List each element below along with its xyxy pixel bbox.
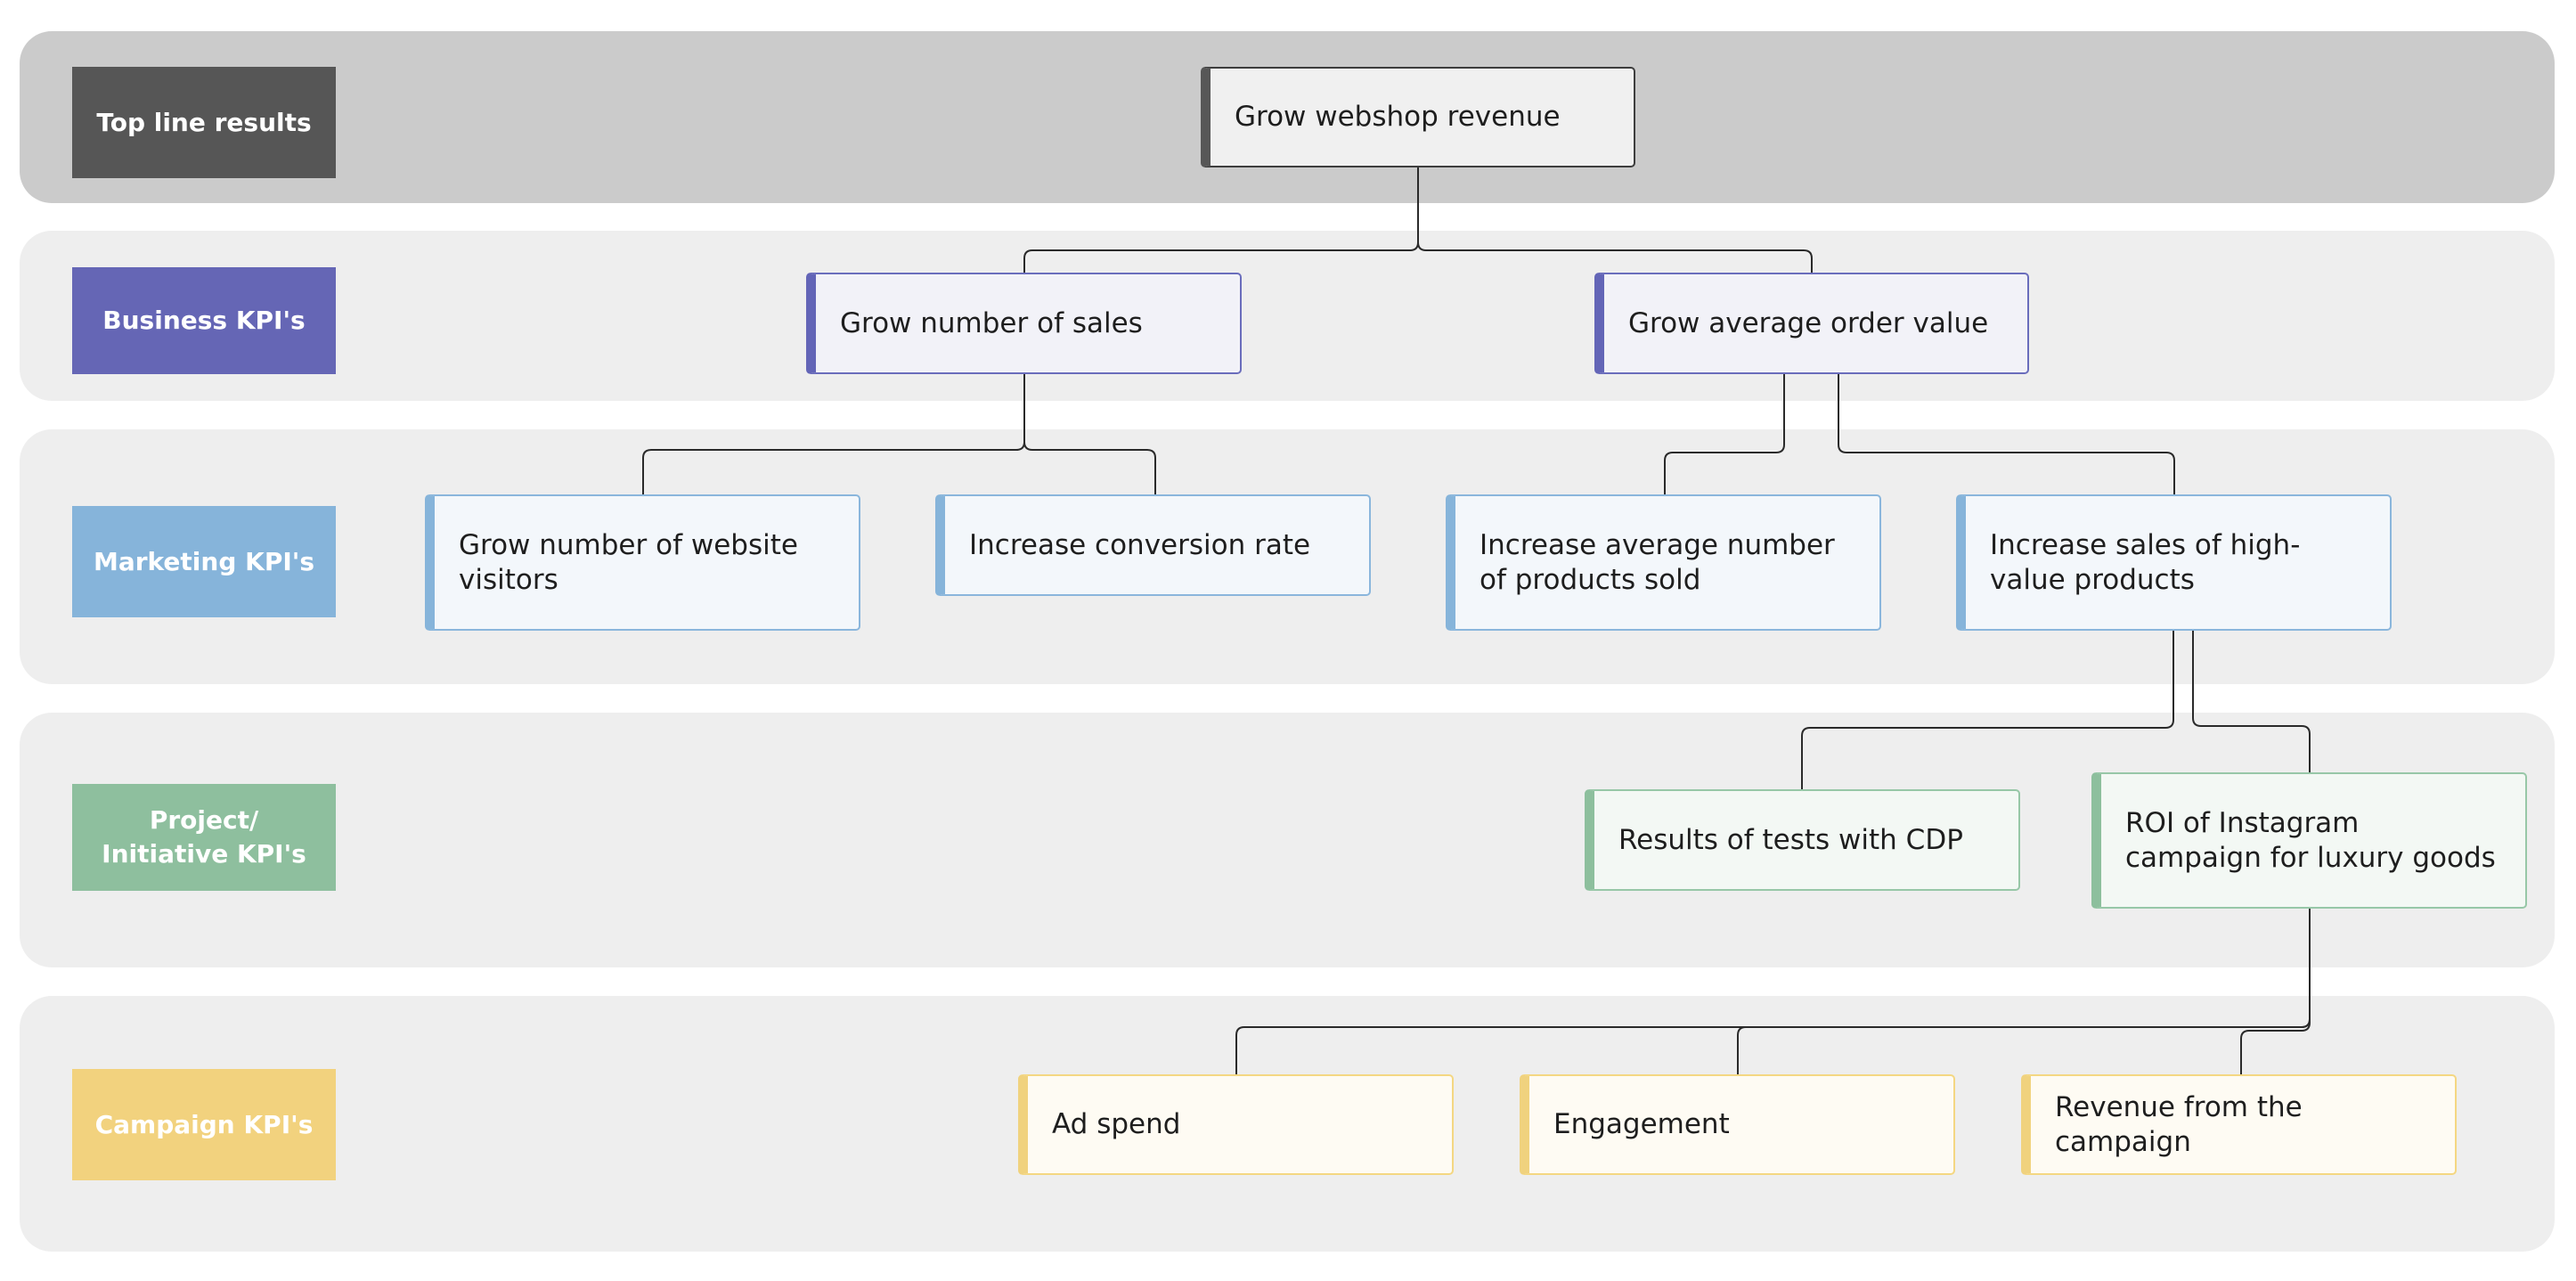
node-label: Ad spend xyxy=(1052,1108,1181,1140)
band-business-kpis xyxy=(20,231,2555,401)
link-high-value-cdp xyxy=(1801,631,2174,789)
link-sales-visitors xyxy=(642,374,1025,494)
node-label: Revenue from the campaign xyxy=(2055,1090,2303,1158)
level-tag-business: Business KPI's xyxy=(72,267,336,374)
node-ad-spend[interactable]: Ad spend xyxy=(1018,1074,1454,1175)
node-label: Engagement xyxy=(1553,1108,1730,1140)
node-grow-website-visitors[interactable]: Grow number of website visitors xyxy=(425,494,860,631)
node-label: ROI of Instagram campaign for luxury goo… xyxy=(2125,806,2496,874)
node-grow-webshop-revenue[interactable]: Grow webshop revenue xyxy=(1201,67,1635,167)
node-engagement[interactable]: Engagement xyxy=(1520,1074,1955,1175)
node-increase-conversion-rate[interactable]: Increase conversion rate xyxy=(935,494,1371,596)
node-increase-products-sold[interactable]: Increase average number of products sold xyxy=(1446,494,1881,631)
node-grow-average-order-value[interactable]: Grow average order value xyxy=(1594,273,2029,374)
level-tag-top-line: Top line results xyxy=(72,67,336,178)
node-label: Increase average number of products sold xyxy=(1480,528,1835,596)
node-label: Grow average order value xyxy=(1628,306,1989,339)
link-aov-products-sold xyxy=(1664,374,1785,494)
node-increase-high-value-sales[interactable]: Increase sales of high-value products xyxy=(1956,494,2392,631)
link-aov-high-value xyxy=(1838,374,2175,494)
level-tag-campaign: Campaign KPI's xyxy=(72,1069,336,1180)
level-tag-project: Project/ Initiative KPI's xyxy=(72,784,336,891)
node-results-cdp-tests[interactable]: Results of tests with CDP xyxy=(1585,789,2020,891)
node-campaign-revenue[interactable]: Revenue from the campaign xyxy=(2021,1074,2457,1175)
node-grow-number-of-sales[interactable]: Grow number of sales xyxy=(806,273,1242,374)
node-label: Grow number of website visitors xyxy=(459,528,798,596)
link-instagram-ad-spend xyxy=(1235,909,2311,1074)
node-label: Results of tests with CDP xyxy=(1618,823,1963,856)
node-label: Increase sales of high-value products xyxy=(1990,528,2301,596)
link-instagram-engagement xyxy=(1737,909,2311,1074)
node-label: Increase conversion rate xyxy=(969,528,1311,561)
node-label: Grow webshop revenue xyxy=(1235,101,1561,133)
link-instagram-campaign-revenue xyxy=(2240,909,2311,1074)
level-tag-marketing: Marketing KPI's xyxy=(72,506,336,617)
link-revenue-aov xyxy=(1417,167,1813,273)
node-label: Grow number of sales xyxy=(840,306,1143,339)
link-revenue-sales xyxy=(1023,167,1419,273)
node-instagram-campaign-roi[interactable]: ROI of Instagram campaign for luxury goo… xyxy=(2091,772,2527,909)
link-sales-conversion xyxy=(1023,374,1156,494)
link-high-value-instagram xyxy=(2192,631,2311,772)
